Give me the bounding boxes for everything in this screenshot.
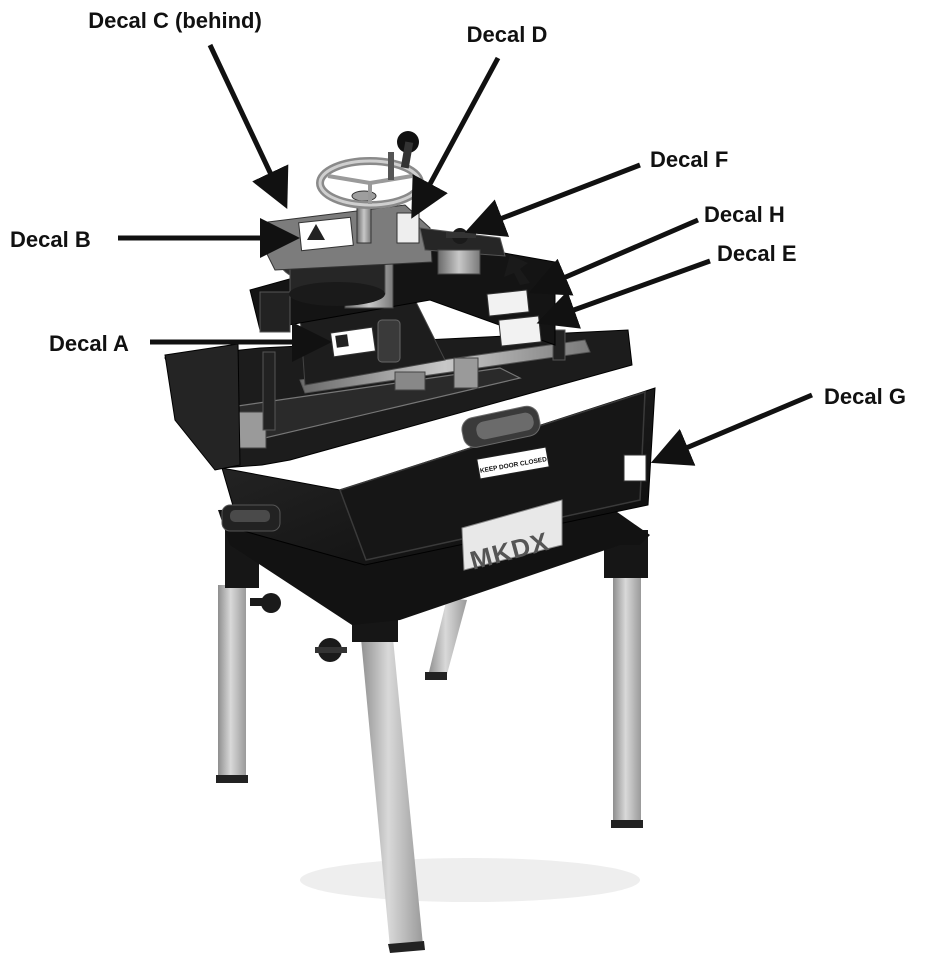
label-decal-h: Decal H xyxy=(704,202,785,227)
table-stop-left xyxy=(237,411,267,449)
arrow-decal-e xyxy=(536,258,711,329)
decal-g-sticker xyxy=(623,454,647,482)
label-decal-e: Decal E xyxy=(717,241,797,266)
left-extension-wing xyxy=(164,343,241,471)
arrow-decal-d xyxy=(411,56,501,219)
decal-d-sticker xyxy=(396,212,420,244)
table-stop-right xyxy=(453,357,479,389)
leg-rear-left xyxy=(218,585,246,780)
adjustment-knob-right xyxy=(504,255,530,285)
door-handle xyxy=(461,405,541,448)
door-warning-label: KEEP DOOR CLOSED xyxy=(476,446,550,480)
leg-rear-middle xyxy=(428,598,467,678)
label-decal-d: Decal D xyxy=(467,22,548,47)
guard-roller xyxy=(377,319,401,363)
leg-clamp-knob-front xyxy=(315,638,347,662)
cutting-rail xyxy=(299,339,591,394)
rail-post-right xyxy=(552,329,566,361)
arrow-decal-h xyxy=(528,217,699,296)
decal-h-sticker xyxy=(486,289,530,317)
decal-b-sticker xyxy=(298,216,354,252)
label-decal-f: Decal F xyxy=(650,147,728,172)
arrow-decal-f xyxy=(464,162,641,237)
arrow-decal-c xyxy=(207,43,289,210)
callout-labels: Decal C (behind) Decal D Decal F Decal H… xyxy=(10,8,906,409)
label-decal-g: Decal G xyxy=(824,384,906,409)
leg-front-left xyxy=(360,628,423,948)
leg-clamp-knob-left xyxy=(250,593,281,613)
tile-saw-machine: KEEP DOOR CLOSED MKDX xyxy=(164,131,656,953)
decal-e-sticker xyxy=(498,315,542,347)
label-decal-c: Decal C (behind) xyxy=(88,8,262,33)
label-decal-b: Decal B xyxy=(10,227,91,252)
arrow-decal-g xyxy=(650,392,813,466)
label-decal-a: Decal A xyxy=(49,331,129,356)
leg-front-right xyxy=(613,570,641,825)
side-carry-handle xyxy=(221,504,281,532)
rail-lock-knob xyxy=(446,228,476,244)
rail-post-left xyxy=(262,351,276,431)
hand-wheel xyxy=(316,131,424,209)
floor-shadow xyxy=(300,858,640,902)
callout-arrows xyxy=(118,43,813,466)
decal-a-sticker xyxy=(329,326,377,358)
